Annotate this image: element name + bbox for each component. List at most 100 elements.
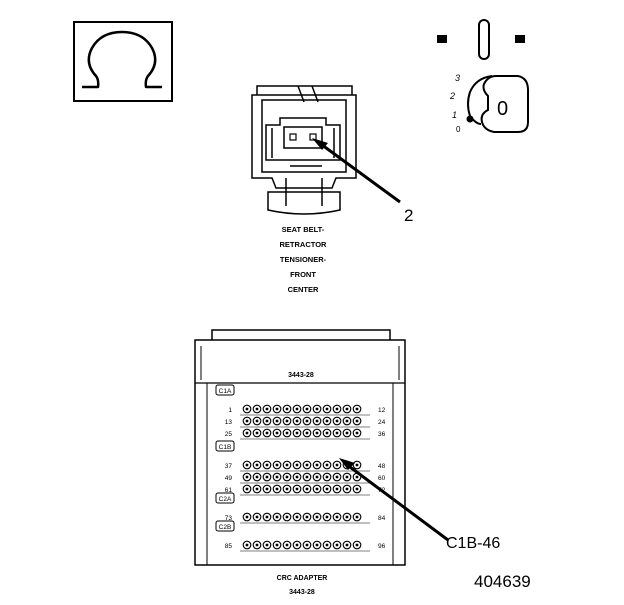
adapter-pin-center	[325, 475, 329, 479]
adapter-pin-range-end: 36	[378, 431, 386, 438]
adapter-pin-center	[285, 419, 289, 423]
connector-caption-line-1: SEAT BELT-	[282, 225, 325, 234]
adapter-pin-range-end: 84	[378, 515, 386, 522]
adapter-callout-label: C1B-46	[446, 535, 500, 552]
adapter-pin-center	[335, 419, 339, 423]
adapter-caption-model: 3443-28	[289, 589, 315, 596]
adapter-callout-arrow	[345, 462, 449, 542]
adapter-pin-center	[335, 475, 339, 479]
adapter-pin-center	[285, 543, 289, 547]
adapter-caption: CRC ADAPTER	[277, 575, 328, 582]
adapter-pin-center	[345, 419, 349, 423]
adapter-pin-center	[265, 475, 269, 479]
adapter-pin-center	[255, 431, 259, 435]
adapter-pin-center	[325, 419, 329, 423]
adapter-pin-center	[315, 475, 319, 479]
adapter-pin-center	[295, 515, 299, 519]
adapter-pin-center	[325, 487, 329, 491]
adapter-pin-center	[275, 515, 279, 519]
adapter-pin-center	[305, 407, 309, 411]
adapter-section-label: C1A	[219, 388, 232, 395]
adapter-pin-center	[345, 431, 349, 435]
adapter-pin-center	[245, 487, 249, 491]
adapter-pin-center	[335, 407, 339, 411]
connector-callout-label: 2	[404, 206, 413, 225]
adapter-pin-range-start: 37	[225, 463, 233, 470]
connector-caption-line-5: CENTER	[288, 285, 319, 294]
adapter-model-label: 3443-28	[288, 372, 314, 379]
adapter-pin-center	[325, 515, 329, 519]
adapter-pin-center	[265, 431, 269, 435]
adapter-pin-center	[265, 543, 269, 547]
adapter-pin-range-start: 61	[225, 487, 233, 494]
adapter-pin-center	[245, 475, 249, 479]
adapter-pin-center	[245, 463, 249, 467]
adapter-pin-range-start: 13	[225, 419, 233, 426]
adapter-pin-center	[315, 463, 319, 467]
adapter-pin-center	[275, 407, 279, 411]
adapter-pin-range-start: 85	[225, 543, 233, 550]
adapter-section-label: C2A	[219, 496, 232, 503]
adapter-pin-center	[345, 407, 349, 411]
ignition-position-1: 1	[452, 110, 457, 120]
figure-number: 404639	[474, 572, 531, 591]
adapter-pin-center	[355, 431, 359, 435]
connector-arrowhead	[312, 138, 328, 150]
ohmmeter-symbol-icon: Ω	[73, 21, 173, 102]
adapter-pin-center	[255, 487, 259, 491]
adapter-pin-center	[325, 543, 329, 547]
adapter-pin-center	[275, 419, 279, 423]
adapter-pin-center	[255, 463, 259, 467]
adapter-pin-range-end: 60	[378, 475, 386, 482]
adapter-pin-center	[315, 431, 319, 435]
adapter-section-label-box	[215, 440, 235, 452]
adapter-pin-center	[305, 487, 309, 491]
adapter-pin-center	[325, 431, 329, 435]
adapter-pin-center	[335, 431, 339, 435]
adapter-pin-range-start: 49	[225, 475, 233, 482]
adapter-pin-center	[285, 475, 289, 479]
adapter-pin-center	[345, 475, 349, 479]
adapter-pin-range-end: 96	[378, 543, 386, 550]
adapter-pin-center	[255, 515, 259, 519]
adapter-pin-center	[255, 419, 259, 423]
adapter-pin-center	[275, 431, 279, 435]
adapter-pin-center	[295, 419, 299, 423]
adapter-pin-center	[285, 487, 289, 491]
adapter-pin-center	[355, 475, 359, 479]
adapter-pin-center	[285, 515, 289, 519]
adapter-pin-center	[335, 463, 339, 467]
adapter-pin-range-end: 12	[378, 407, 386, 414]
ignition-position-2: 2	[449, 91, 455, 101]
adapter-pin-center	[275, 475, 279, 479]
adapter-pin-center	[295, 543, 299, 547]
adapter-section-label: C2B	[219, 524, 232, 531]
adapter-pin-center	[255, 543, 259, 547]
adapter-pin-center	[345, 487, 349, 491]
adapter-pin-center	[255, 475, 259, 479]
adapter-pin-center	[345, 543, 349, 547]
adapter-pin-center	[245, 431, 249, 435]
adapter-pin-range-start: 73	[225, 515, 233, 522]
adapter-pin-center	[325, 407, 329, 411]
ignition-position-0: 0	[456, 125, 461, 134]
adapter-pin-range-start: 25	[225, 431, 233, 438]
adapter-pin-center	[285, 431, 289, 435]
adapter-section-label-box	[215, 384, 235, 396]
crc-adapter: 3443-28 C1A11213242536C1B374849606172C2A…	[194, 329, 406, 566]
adapter-pin-center	[315, 543, 319, 547]
adapter-pin-center	[285, 463, 289, 467]
ignition-key-icon	[480, 75, 529, 133]
adapter-pin-center	[355, 543, 359, 547]
adapter-pin-center	[275, 463, 279, 467]
adapter-pin-center	[335, 543, 339, 547]
adapter-pin-center	[245, 407, 249, 411]
adapter-pin-center	[245, 543, 249, 547]
adapter-pin-center	[265, 515, 269, 519]
adapter-pin-center	[295, 407, 299, 411]
adapter-pin-center	[305, 431, 309, 435]
adapter-pin-range-start: 1	[228, 407, 232, 414]
adapter-pin-center	[335, 515, 339, 519]
adapter-pin-center	[315, 515, 319, 519]
adapter-pin-center	[265, 487, 269, 491]
